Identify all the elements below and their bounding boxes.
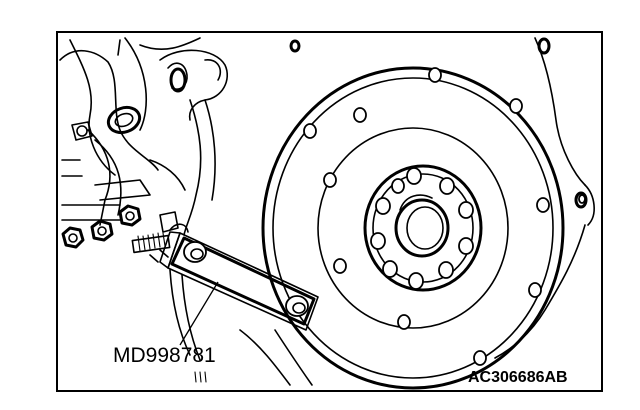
figure-reference-code: AC306686AB <box>468 369 568 386</box>
lower-details <box>169 269 313 386</box>
flywheel <box>261 66 565 390</box>
tool-bolt-icon <box>285 295 309 317</box>
hex-bolt-icon <box>90 219 114 242</box>
tool-bolt-icon <box>183 241 207 263</box>
threaded-stud <box>131 232 171 254</box>
crank-bolt-holes <box>370 167 474 290</box>
figure-border <box>56 31 603 392</box>
hex-bolt-icon <box>118 204 142 227</box>
special-tool <box>159 231 319 331</box>
tool-leader-line <box>179 281 219 346</box>
flywheel-outer-holes <box>303 67 550 366</box>
tool-part-label: MD998781 <box>113 344 216 367</box>
housing-right <box>289 37 595 359</box>
hex-bolt-icon <box>61 226 85 249</box>
engine-block <box>59 37 229 263</box>
